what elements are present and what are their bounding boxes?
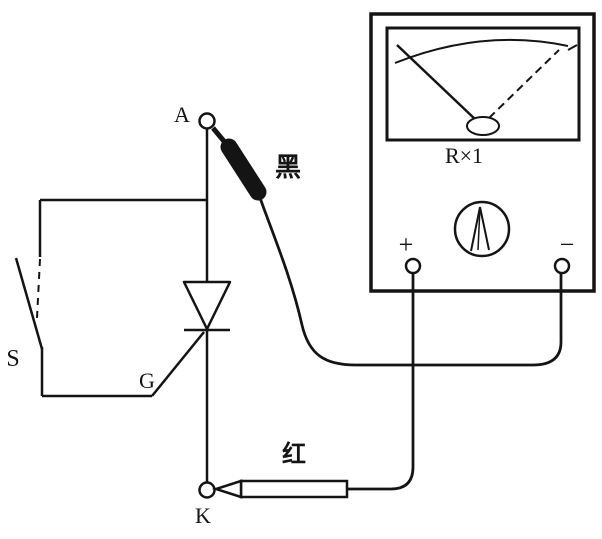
thyristor-circuit: A K G S [6,102,232,528]
dial-knob [453,200,511,258]
dial-pointer-right [479,206,490,251]
range-label: R×1 [445,143,483,168]
black-probe-body [220,138,267,201]
negative-terminal-label: − [560,230,575,259]
multimeter: R×1 + − [369,12,596,293]
meter-scale-arc [394,38,569,64]
anode-label: A [174,102,190,127]
black-probe-assembly: 黑 [211,126,563,367]
black-probe-label: 黑 [275,153,301,183]
negative-terminal [553,257,571,275]
black-probe-wire [257,194,563,367]
dial-pointer-left [470,206,481,252]
dial-knob-ring [453,200,511,258]
anode-terminal [198,112,216,130]
switch-label: S [6,346,19,372]
positive-terminal [404,257,422,275]
red-probe-body [239,479,349,499]
red-probe-assembly: 红 [211,273,415,499]
thyristor-triangle [182,280,232,331]
red-probe-wire [347,273,415,491]
positive-terminal-label: + [399,230,414,259]
cathode-label: K [195,503,211,528]
gate-lead [151,331,205,397]
meter-needle-dashed [488,49,560,119]
meter-scale-tick [567,44,578,51]
gate-label: G [139,368,155,393]
meter-pivot [466,116,500,136]
switch-blade [14,257,44,350]
red-probe-tip [211,479,243,499]
red-probe-label: 红 [282,440,306,468]
cathode-terminal [198,481,216,499]
switch-gap-dashed [36,258,41,319]
dial-pointer-mid [477,206,481,251]
meter-needle [396,44,478,122]
